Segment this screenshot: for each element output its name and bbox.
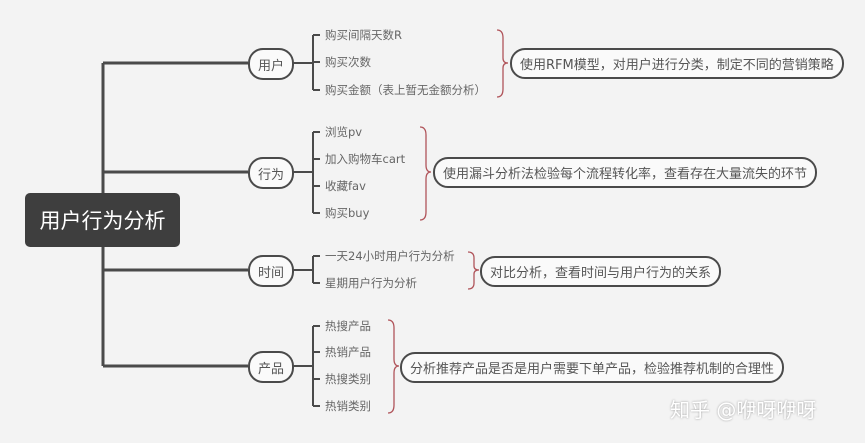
branch-node-product[interactable]: 产品 <box>248 351 294 383</box>
list-item[interactable]: 热销类别 <box>325 399 371 413</box>
list-item[interactable]: 热销产品 <box>325 345 371 359</box>
list-item[interactable]: 加入购物车cart <box>325 152 406 166</box>
branch-node-time[interactable]: 时间 <box>248 255 294 287</box>
list-item[interactable]: 购买金额（表上暂无金额分析） <box>325 83 486 97</box>
summary-product[interactable]: 分析推荐产品是否是用户需要下单产品，检验推荐机制的合理性 <box>400 352 785 383</box>
list-item[interactable]: 浏览pv <box>325 125 363 139</box>
list-item[interactable]: 购买间隔天数R <box>325 28 402 42</box>
list-item[interactable]: 热搜产品 <box>325 319 371 333</box>
list-item[interactable]: 星期用户行为分析 <box>325 276 417 290</box>
summary-behavior[interactable]: 使用漏斗分析法检验每个流程转化率，查看存在大量流失的环节 <box>433 157 818 188</box>
brace <box>387 319 400 414</box>
list-item[interactable]: 购买buy <box>325 206 370 220</box>
root-node[interactable]: 用户行为分析 <box>25 193 180 247</box>
watermark: 知乎 @咿呀咿呀 <box>670 398 817 422</box>
list-item[interactable]: 一天24小时用户行为分析 <box>325 249 455 263</box>
branch-node-behavior[interactable]: 行为 <box>248 157 294 189</box>
summary-time[interactable]: 对比分析，查看时间与用户行为的关系 <box>480 256 722 287</box>
list-item[interactable]: 热搜类别 <box>325 372 371 386</box>
list-item[interactable]: 购买次数 <box>325 55 371 69</box>
branch-node-user[interactable]: 用户 <box>248 48 294 80</box>
brace <box>419 126 432 221</box>
brace <box>496 29 509 98</box>
summary-user[interactable]: 使用RFM模型，对用户进行分类，制定不同的营销策略 <box>510 48 844 79</box>
brace <box>467 251 480 290</box>
list-item[interactable]: 收藏fav <box>325 179 366 193</box>
